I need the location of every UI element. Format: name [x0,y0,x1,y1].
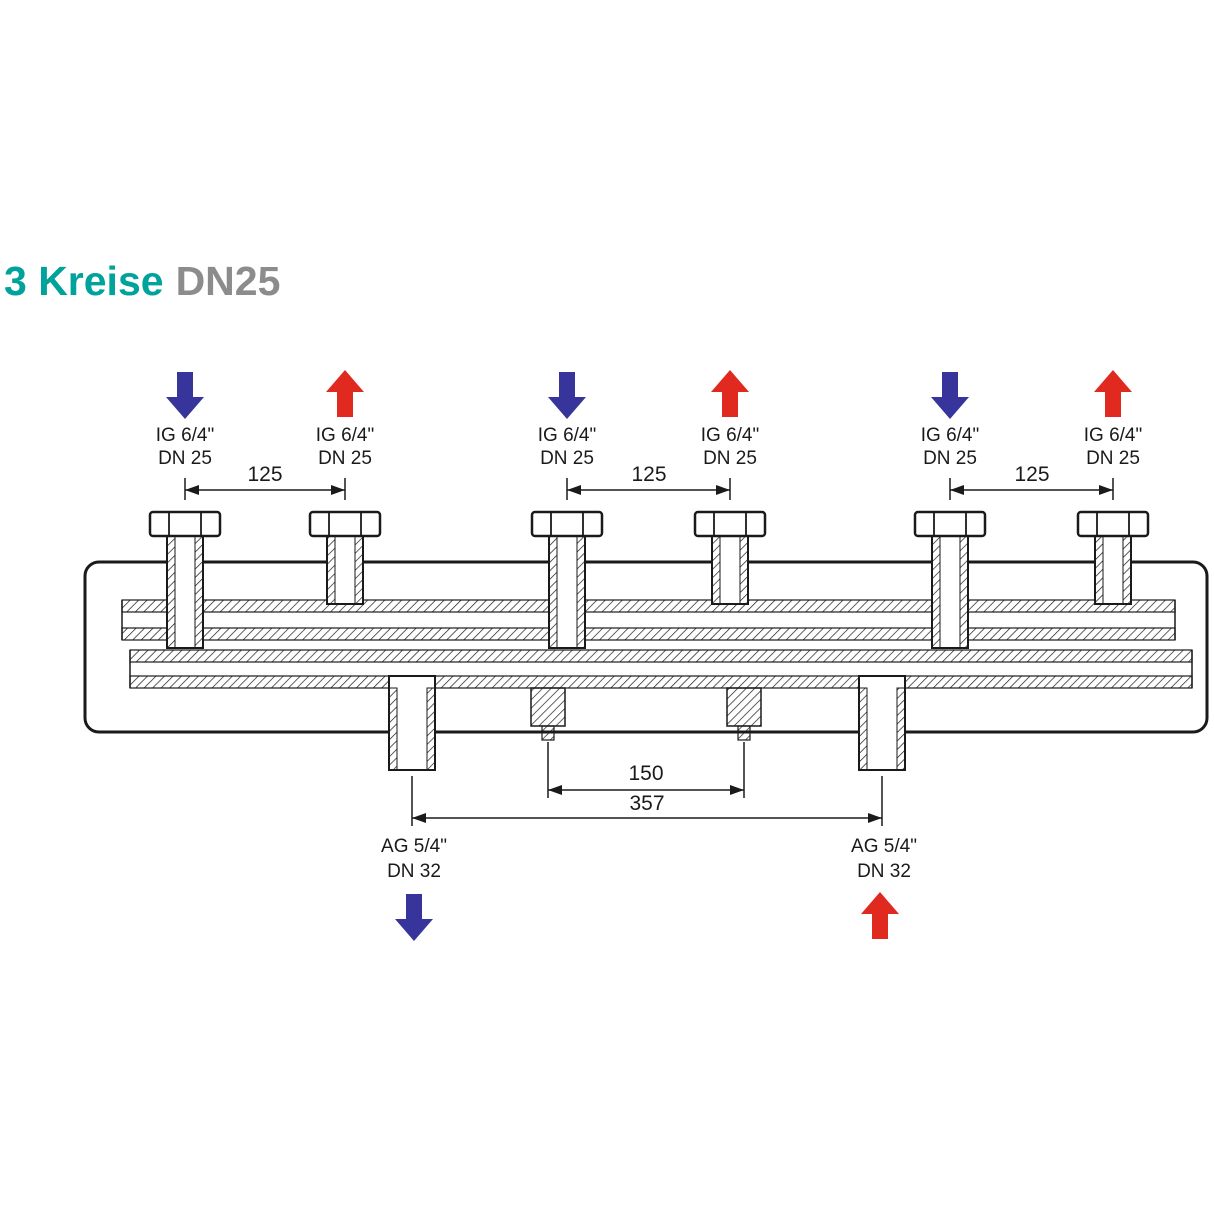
flow-arrow-up-3 [1094,370,1132,417]
center-block-left [530,687,566,741]
hex-nut [148,510,222,538]
top-connection-label-3b: DN 25 [540,448,594,469]
dimension-125-3 [949,478,1114,500]
top-connection-5 [913,510,987,649]
top-connection-1 [148,510,222,649]
bottom-connection-label-2b: DN 32 [857,861,911,882]
top-connection-label-4b: DN 25 [703,448,757,469]
top-connection-3 [530,510,604,649]
bottom-connection-label-1b: DN 32 [387,861,441,882]
top-connection-6 [1076,510,1150,605]
dimension-125-label-2: 125 [631,463,666,486]
top-connection-label-2b: DN 25 [318,448,372,469]
flow-arrow-down-1 [166,372,204,419]
hex-nut [913,510,987,538]
top-connection-label-2a: IG 6/4" [316,425,375,446]
hex-nut [530,510,604,538]
top-connection-label-6a: IG 6/4" [1084,425,1143,446]
title-size: DN25 [175,258,281,304]
center-block-right [726,687,762,741]
dimension-357 [411,776,883,826]
top-connection-label-4a: IG 6/4" [701,425,760,446]
manifold-body [83,560,1209,741]
top-connection-label-1b: DN 25 [158,448,212,469]
dimension-125-label-1: 125 [247,463,282,486]
hex-nut [693,510,767,538]
bottom-connection-2 [858,675,906,771]
hex-nut [308,510,382,538]
dimension-125-label-3: 125 [1014,463,1049,486]
body-outline [83,560,1209,734]
flow-arrow-up-1 [326,370,364,417]
top-connection-label-3a: IG 6/4" [538,425,597,446]
top-connection-2 [308,510,382,605]
bottom-connection-label-1a: AG 5/4" [381,836,447,857]
top-connection-label-5b: DN 25 [923,448,977,469]
flow-arrow-up-bottom [861,892,899,939]
dimension-357-label: 357 [629,792,664,815]
top-connection-label-5a: IG 6/4" [921,425,980,446]
dimension-125-2 [566,478,731,500]
flow-arrow-up-2 [711,370,749,417]
upper-chamber [121,599,1176,641]
bottom-connection-label-2a: AG 5/4" [851,836,917,857]
dimension-125-1 [184,478,346,500]
hex-nut [1076,510,1150,538]
dimension-150 [547,742,745,798]
bottom-connection-1 [388,675,436,771]
flow-arrow-down-3 [931,372,969,419]
top-connection-4 [693,510,767,605]
top-connection-label-1a: IG 6/4" [156,425,215,446]
dimension-150-label: 150 [628,762,663,785]
top-connection-label-6b: DN 25 [1086,448,1140,469]
flow-arrow-down-bottom [395,894,433,941]
flow-arrow-down-2 [548,372,586,419]
title-circuits: 3 Kreise [4,258,164,304]
